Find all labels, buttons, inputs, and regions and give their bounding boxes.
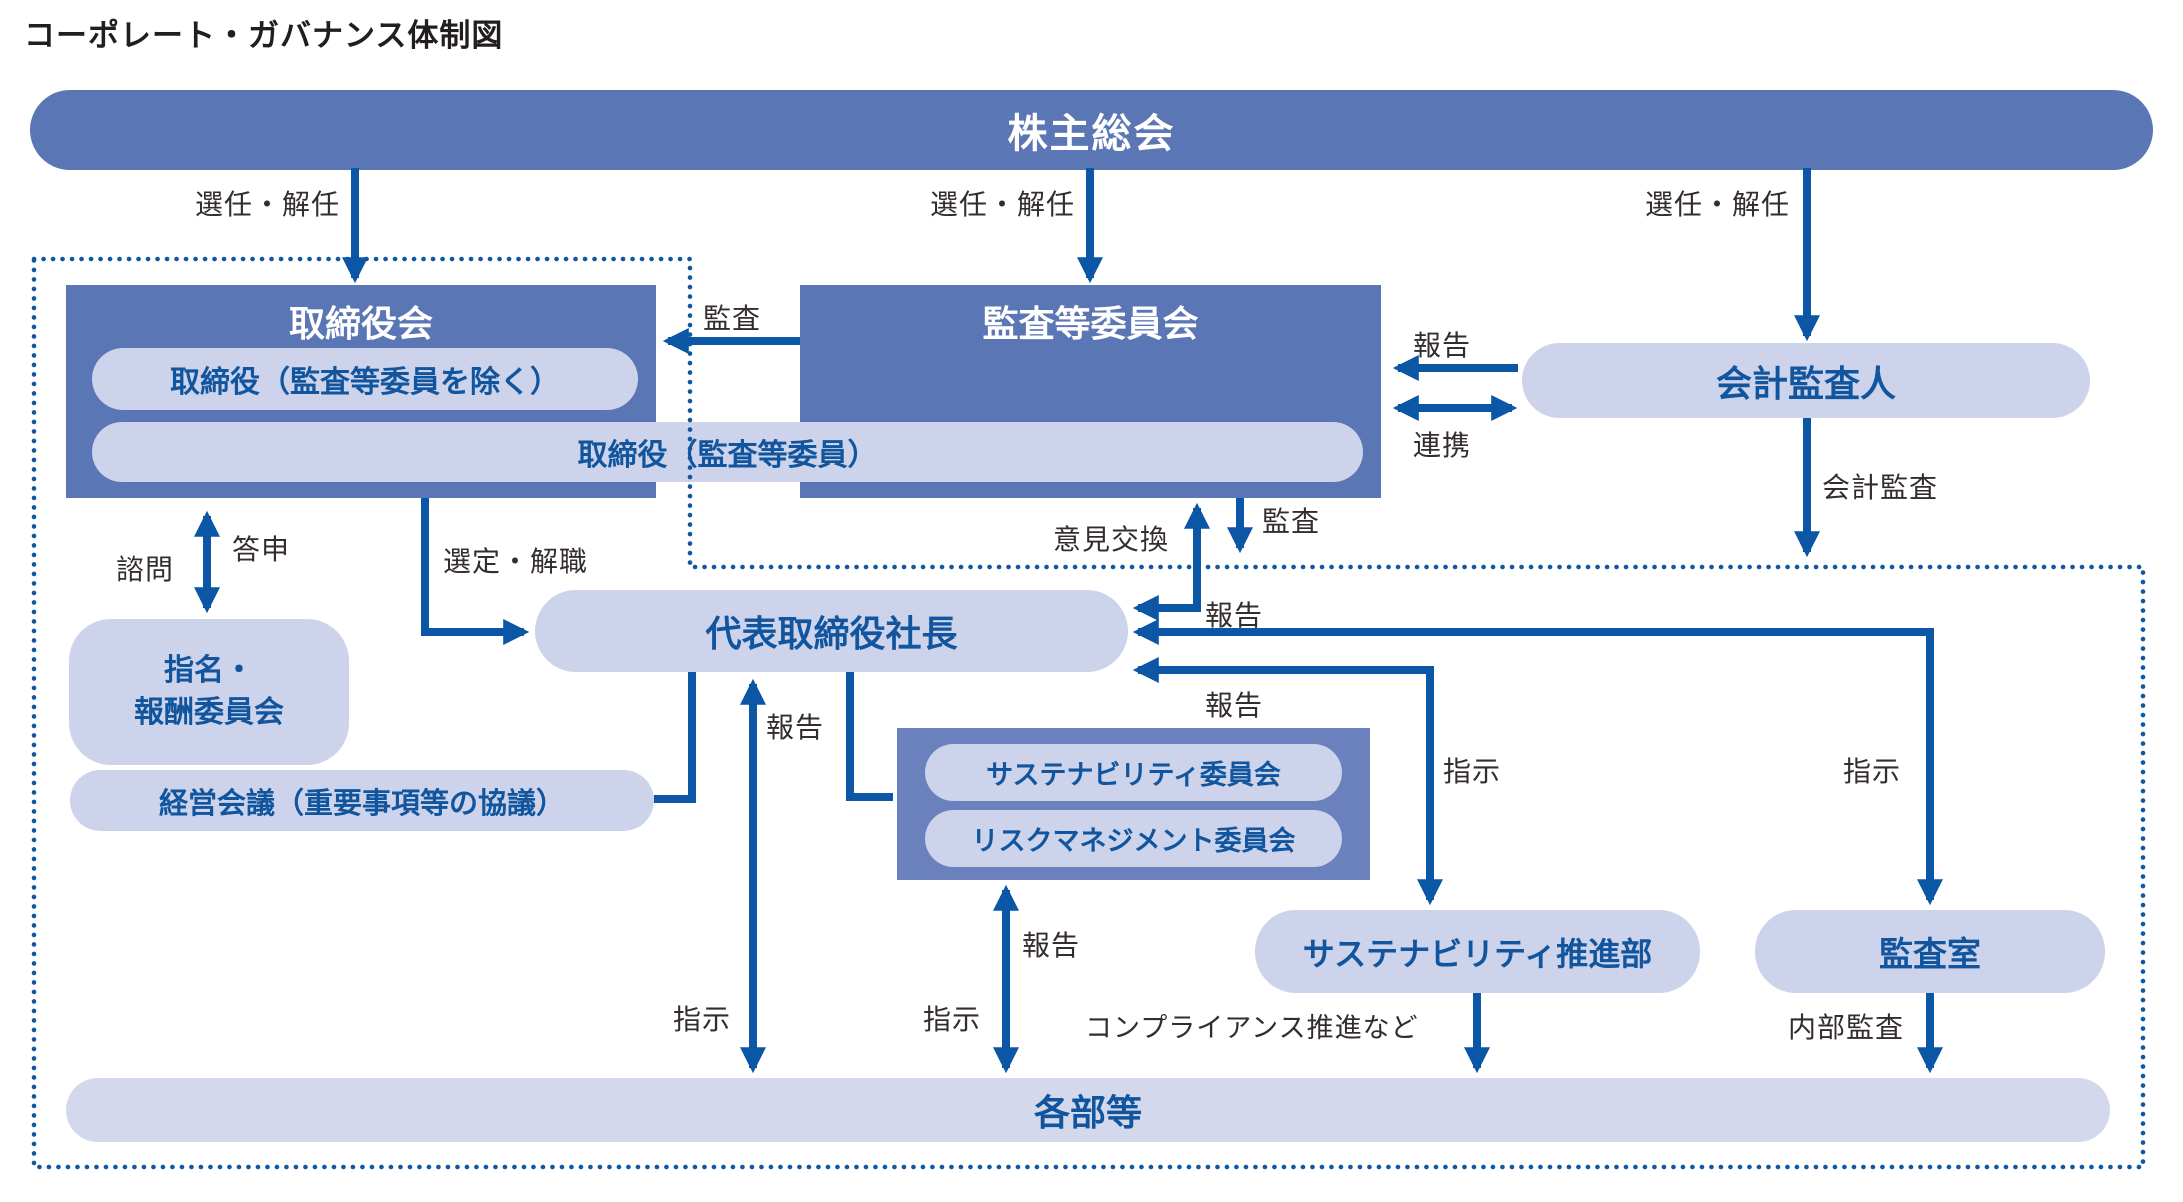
label-report-committees: 報告 (1022, 930, 1081, 961)
label-reply: 答申 (232, 534, 291, 565)
connector-committees (846, 672, 893, 801)
label-report-auditor: 報告 (1413, 330, 1472, 361)
page-title: コーポレート・ガバナンス体制図 (24, 18, 504, 53)
node-directors-excl-audit: 取締役（監査等委員を除く） (92, 348, 638, 410)
label-select-dismiss: 選定・解職 (443, 546, 589, 577)
node-risk-management-committee: リスクマネジメント委員会 (925, 810, 1342, 867)
label-internal-audit: 内部監査 (1788, 1012, 1905, 1043)
node-management-meeting: 経営会議（重要事項等の協議） (70, 770, 654, 831)
label-cooperation: 連携 (1413, 430, 1472, 461)
node-shareholders-meeting: 株主総会 (30, 90, 2153, 170)
node-directors-audit-members-label: 取締役（監査等委員） (577, 439, 878, 472)
node-audit-office-label: 監査室 (1879, 936, 1981, 974)
node-directors-audit-members: 取締役（監査等委員） (92, 422, 1363, 482)
node-departments: 各部等 (66, 1078, 2110, 1142)
node-nomination-compensation-committee: 指名・ 報酬委員会 (69, 619, 349, 765)
node-shareholders-meeting-label: 株主総会 (1007, 112, 1176, 156)
label-accounting-audit: 会計監査 (1822, 472, 1939, 503)
node-sustainability-dept-label: サステナビリティ推進部 (1302, 935, 1653, 972)
label-audit-board: 監査 (703, 303, 762, 334)
label-appoint-dismiss-right: 選任・解任 (1645, 189, 1791, 220)
label-appoint-dismiss-left: 選任・解任 (195, 189, 341, 220)
node-nomination-committee-line2: 報酬委員会 (134, 696, 284, 729)
node-risk-management-committee-label: リスクマネジメント委員会 (971, 826, 1296, 856)
node-sustainability-committee-label: サステナビリティ委員会 (986, 760, 1281, 790)
label-instruct-audit-office: 指示 (1843, 756, 1902, 787)
node-nomination-committee-line1: 指名・ (164, 654, 254, 687)
connector-management-meeting (654, 672, 696, 803)
node-sustainability-committee: サステナビリティ委員会 (925, 744, 1342, 801)
label-instruct-sustainability: 指示 (1443, 756, 1502, 787)
label-compliance-promotion: コンプライアンス推進など (1085, 1013, 1419, 1043)
label-audit-execution: 監査 (1262, 506, 1321, 537)
node-departments-label: 各部等 (1033, 1092, 1142, 1133)
label-report-audit-office: 報告 (1205, 600, 1264, 631)
node-audit-committee-label: 監査等委員会 (982, 303, 1199, 344)
node-board-of-directors-label: 取締役会 (288, 303, 433, 344)
node-management-meeting-label: 経営会議（重要事項等の協議） (158, 787, 565, 820)
node-audit-office: 監査室 (1755, 910, 2105, 993)
label-report-sustainability: 報告 (1205, 690, 1264, 721)
node-accounting-auditor-label: 会計監査人 (1715, 362, 1896, 404)
node-president: 代表取締役社長 (535, 590, 1128, 672)
node-accounting-auditor: 会計監査人 (1522, 343, 2090, 418)
node-directors-excl-audit-label: 取締役（監査等委員を除く） (170, 366, 560, 399)
label-appoint-dismiss-middle: 選任・解任 (930, 189, 1076, 220)
label-instruct-departments: 指示 (673, 1004, 732, 1035)
node-president-label: 代表取締役社長 (705, 613, 958, 654)
node-sustainability-dept: サステナビリティ推進部 (1255, 910, 1700, 993)
label-consult: 諮問 (116, 554, 175, 585)
label-opinion-exchange: 意見交換 (1053, 524, 1170, 555)
label-instruct-committees: 指示 (923, 1004, 982, 1035)
label-report-departments: 報告 (766, 712, 825, 743)
